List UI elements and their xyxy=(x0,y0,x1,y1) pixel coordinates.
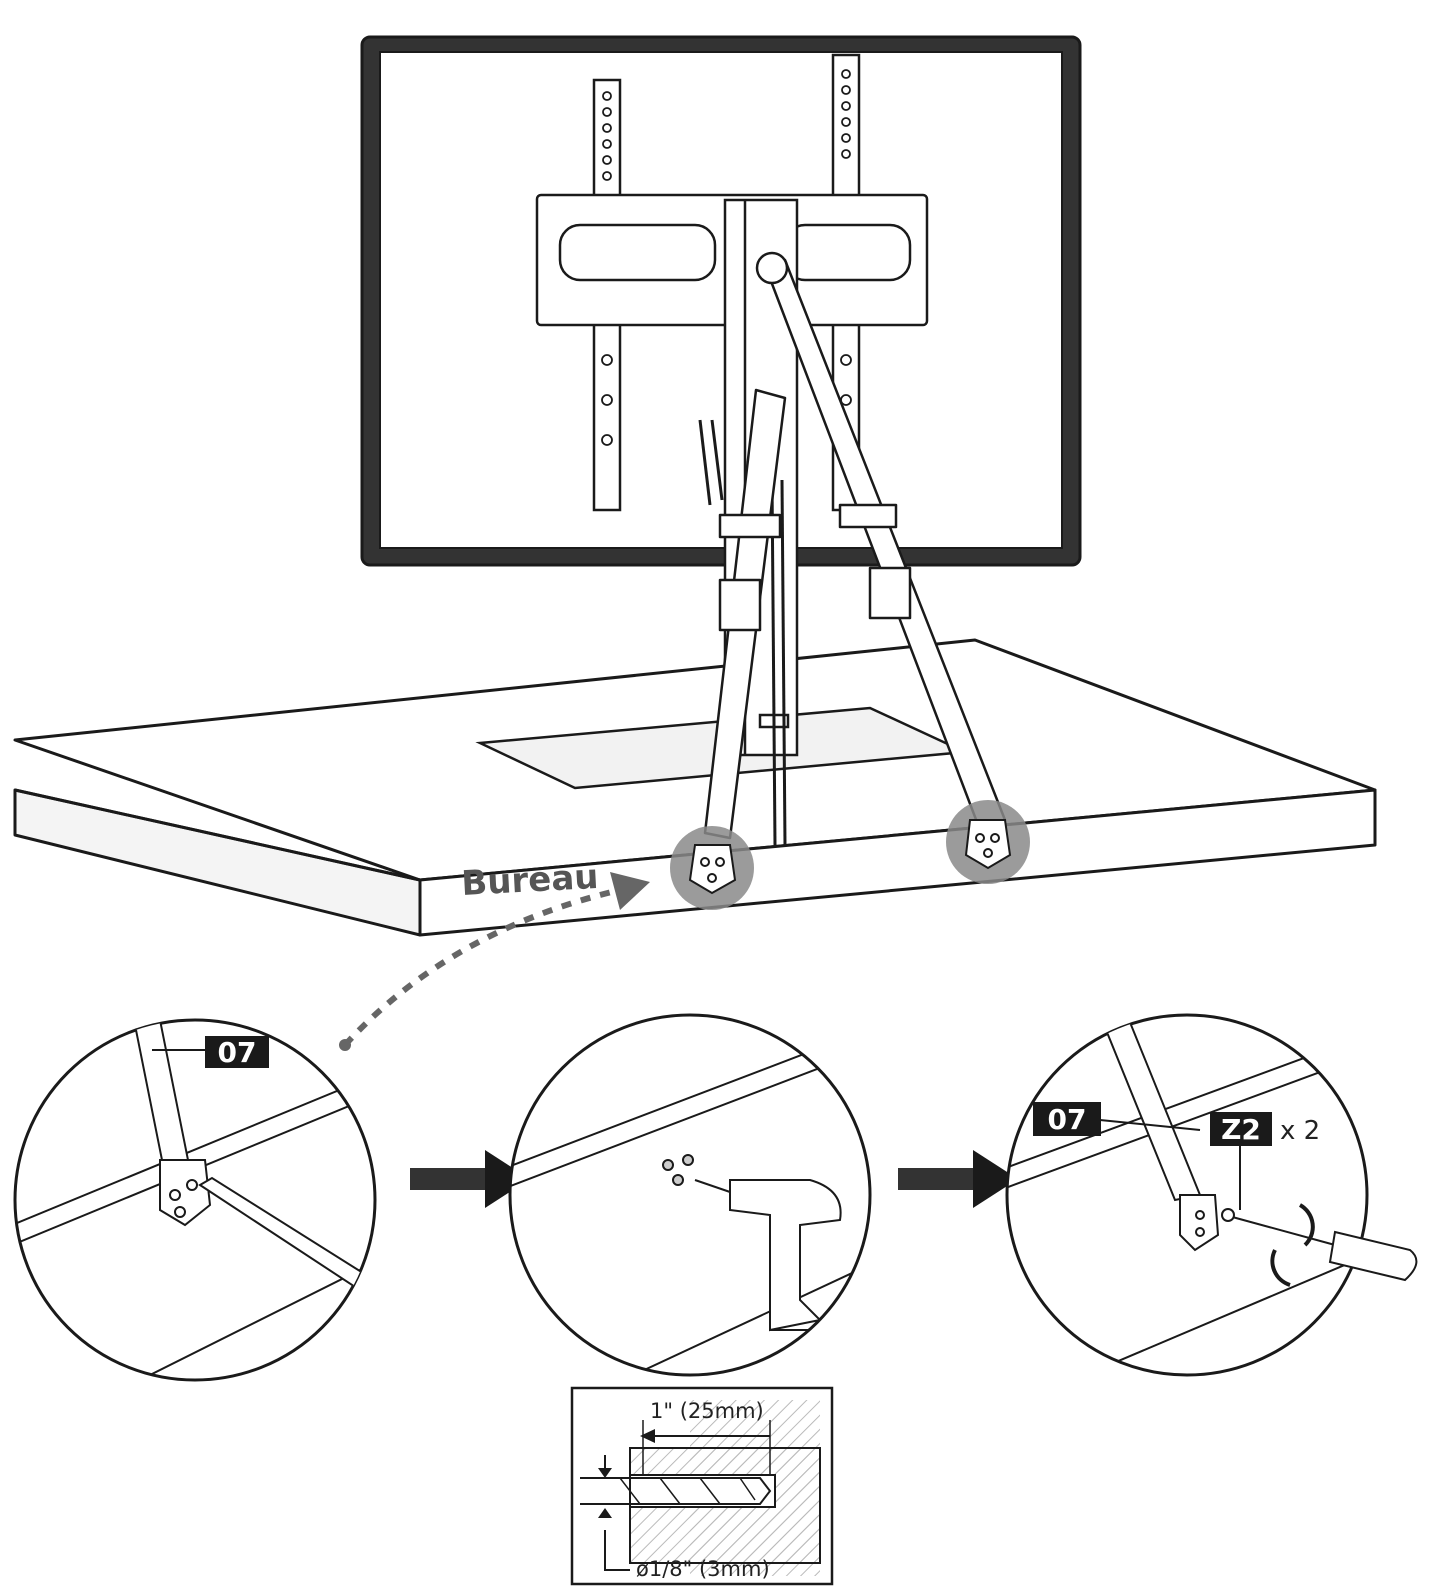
step-arrow-2 xyxy=(898,1150,1018,1208)
callout-arrow xyxy=(342,887,621,1048)
drill-diameter-label: ø1/8" (3mm) xyxy=(636,1557,770,1581)
drill-depth-label: 1" (25mm) xyxy=(650,1399,764,1423)
step-arrow-1 xyxy=(410,1150,530,1208)
callout-dot xyxy=(339,1039,351,1051)
part-label-strap-step3: 07 xyxy=(1048,1103,1087,1136)
part-label-screw: Z2 xyxy=(1221,1113,1261,1146)
screw-quantity: x 2 xyxy=(1280,1116,1320,1146)
step-3-screw: 07 Z2 x 2 xyxy=(1005,1013,1418,1377)
callout-arrowhead xyxy=(610,872,650,910)
anchor-highlights xyxy=(670,800,1030,910)
screwdriver-icon xyxy=(1221,1203,1418,1287)
drill-depth-inset: 1" (25mm) ø1/8" (3mm) xyxy=(570,1386,834,1586)
safety-straps xyxy=(703,251,1007,840)
desk-label: Bureau xyxy=(460,857,599,904)
step-2-drill xyxy=(508,1013,872,1377)
tv-scene: Bureau xyxy=(13,35,1377,1051)
part-label-strap: 07 xyxy=(218,1036,257,1069)
step-1-mark-holes: 07 xyxy=(13,1018,377,1382)
cables xyxy=(698,419,787,846)
